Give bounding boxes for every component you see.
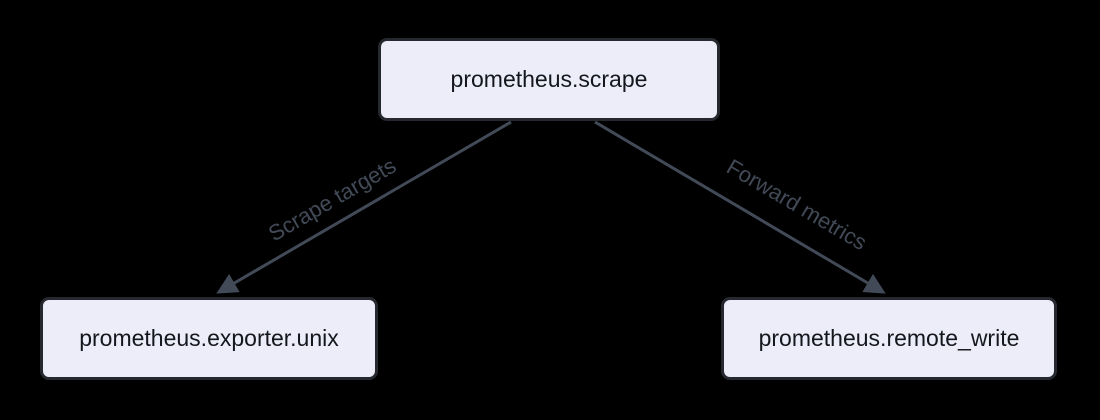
node-prometheus-scrape: prometheus.scrape	[378, 38, 720, 121]
edge-scrape-targets	[216, 120, 512, 294]
node-prometheus-exporter-unix: prometheus.exporter.unix	[40, 297, 378, 380]
node-label-prometheus-remote-write: prometheus.remote_write	[758, 325, 1020, 351]
edge-forward-metrics	[594, 120, 886, 294]
node-label-prometheus-exporter-unix: prometheus.exporter.unix	[79, 325, 339, 351]
node-prometheus-remote-write: prometheus.remote_write	[721, 297, 1057, 380]
node-label-prometheus-scrape: prometheus.scrape	[450, 66, 648, 92]
